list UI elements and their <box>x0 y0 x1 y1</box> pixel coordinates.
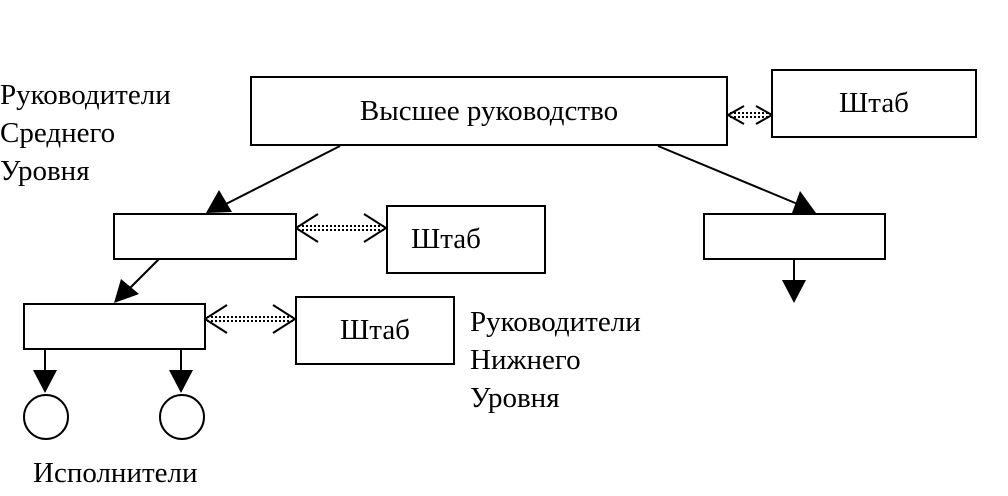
middle-managers-line-2: Среднего <box>0 117 116 149</box>
middle-managers-line-1: Руководители <box>0 79 171 111</box>
lower-managers-line-3: Уровня <box>470 382 560 414</box>
arrowhead-executor-2 <box>169 370 193 393</box>
top-management-box: Высшее руководство <box>250 76 728 146</box>
arrow-top-to-middle-left <box>221 145 341 207</box>
staff-link-middle <box>294 213 388 243</box>
staff-label-lower: Штаб <box>340 314 410 346</box>
arrowhead-executor-1 <box>33 370 57 393</box>
arrowhead-right-down <box>782 280 806 303</box>
staff-label-middle: Штаб <box>411 223 481 255</box>
staff-link-lower <box>203 304 297 334</box>
middle-managers-label: Руководители Среднего Уровня <box>0 76 171 190</box>
staff-box-middle: Штаб <box>386 205 546 274</box>
executor-circle-1 <box>23 394 69 440</box>
executor-circle-2 <box>159 394 205 440</box>
lower-managers-line-1: Руководители <box>470 306 641 338</box>
staff-box-top: Штаб <box>771 69 977 138</box>
arrowhead-lower <box>114 279 139 303</box>
arrow-middle-to-lower <box>127 257 161 291</box>
staff-link-top <box>725 105 775 125</box>
arrow-top-to-middle-right <box>657 145 801 206</box>
middle-manager-box-left <box>113 213 297 260</box>
lower-managers-label: Руководители Нижнего Уровня <box>470 303 641 417</box>
staff-box-lower: Штаб <box>295 296 455 365</box>
arrowhead-middle-right <box>792 191 816 213</box>
middle-managers-line-3: Уровня <box>0 155 90 187</box>
lower-managers-line-2: Нижнего <box>470 344 581 376</box>
top-management-label: Высшее руководство <box>359 94 619 127</box>
middle-manager-box-right <box>703 213 886 260</box>
staff-label-top: Штаб <box>839 87 909 119</box>
arrowhead-middle-left <box>206 190 232 213</box>
lower-manager-box <box>23 303 206 350</box>
executors-label: Исполнители <box>33 457 198 489</box>
